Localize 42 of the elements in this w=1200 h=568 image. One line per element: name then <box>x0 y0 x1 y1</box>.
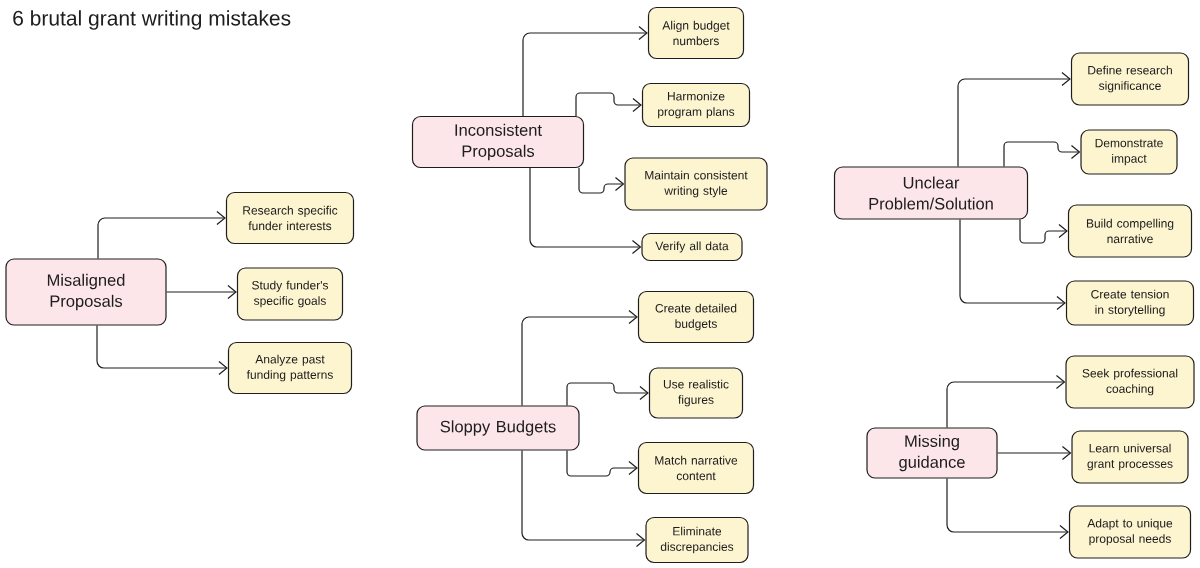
arrow <box>575 92 642 117</box>
arrow <box>946 374 1066 428</box>
arrow <box>521 309 638 406</box>
tip-box: Adapt to unique proposal needs <box>1068 505 1192 559</box>
arrow <box>997 445 1072 461</box>
tip-box: Build compelling narrative <box>1067 204 1193 258</box>
tip-box: Learn universal grant processes <box>1071 430 1189 484</box>
arrow <box>522 25 648 117</box>
arrow <box>1003 141 1081 167</box>
topic-box: Unclear Problem/Solution <box>833 166 1029 220</box>
topic-box: Misaligned Proposals <box>5 258 167 326</box>
arrow <box>166 284 237 300</box>
arrow <box>97 210 226 259</box>
arrow <box>959 219 1066 311</box>
tip-box: Study funder's specific goals <box>236 267 344 321</box>
tip-box: Demonstrate impact <box>1080 129 1178 175</box>
arrow <box>96 325 228 376</box>
arrow <box>529 167 642 255</box>
arrow <box>566 450 638 477</box>
tip-box: Define research significance <box>1070 52 1190 106</box>
arrow <box>521 450 646 548</box>
arrow <box>566 382 649 406</box>
tip-box: Verify all data <box>641 232 743 262</box>
tip-box: Use realistic figures <box>648 367 744 419</box>
tip-box: Create detailed budgets <box>637 290 755 344</box>
tip-box: Create tension in storytelling <box>1065 280 1195 326</box>
tip-box: Align budget numbers <box>647 6 745 60</box>
topic-box: Sloppy Budgets <box>416 405 580 451</box>
arrow <box>578 167 625 194</box>
topic-box: Missing guidance <box>866 427 998 479</box>
tip-box: Maintain consistent writing style <box>624 157 768 211</box>
tip-box: Match narrative content <box>637 441 755 495</box>
tip-box: Analyze past funding patterns <box>227 341 353 395</box>
arrow <box>1019 219 1068 244</box>
tip-box: Research specific funder interests <box>225 191 355 245</box>
title: 6 brutal grant writing mistakes <box>13 10 291 30</box>
topic-box: Inconsistent Proposals <box>411 115 585 169</box>
tip-box: Harmonize program plans <box>641 82 751 128</box>
arrow <box>946 478 1069 540</box>
tip-box: Seek professional coaching <box>1065 355 1195 409</box>
arrow <box>957 71 1071 167</box>
tip-box: Eliminate discrepancies <box>645 516 749 564</box>
